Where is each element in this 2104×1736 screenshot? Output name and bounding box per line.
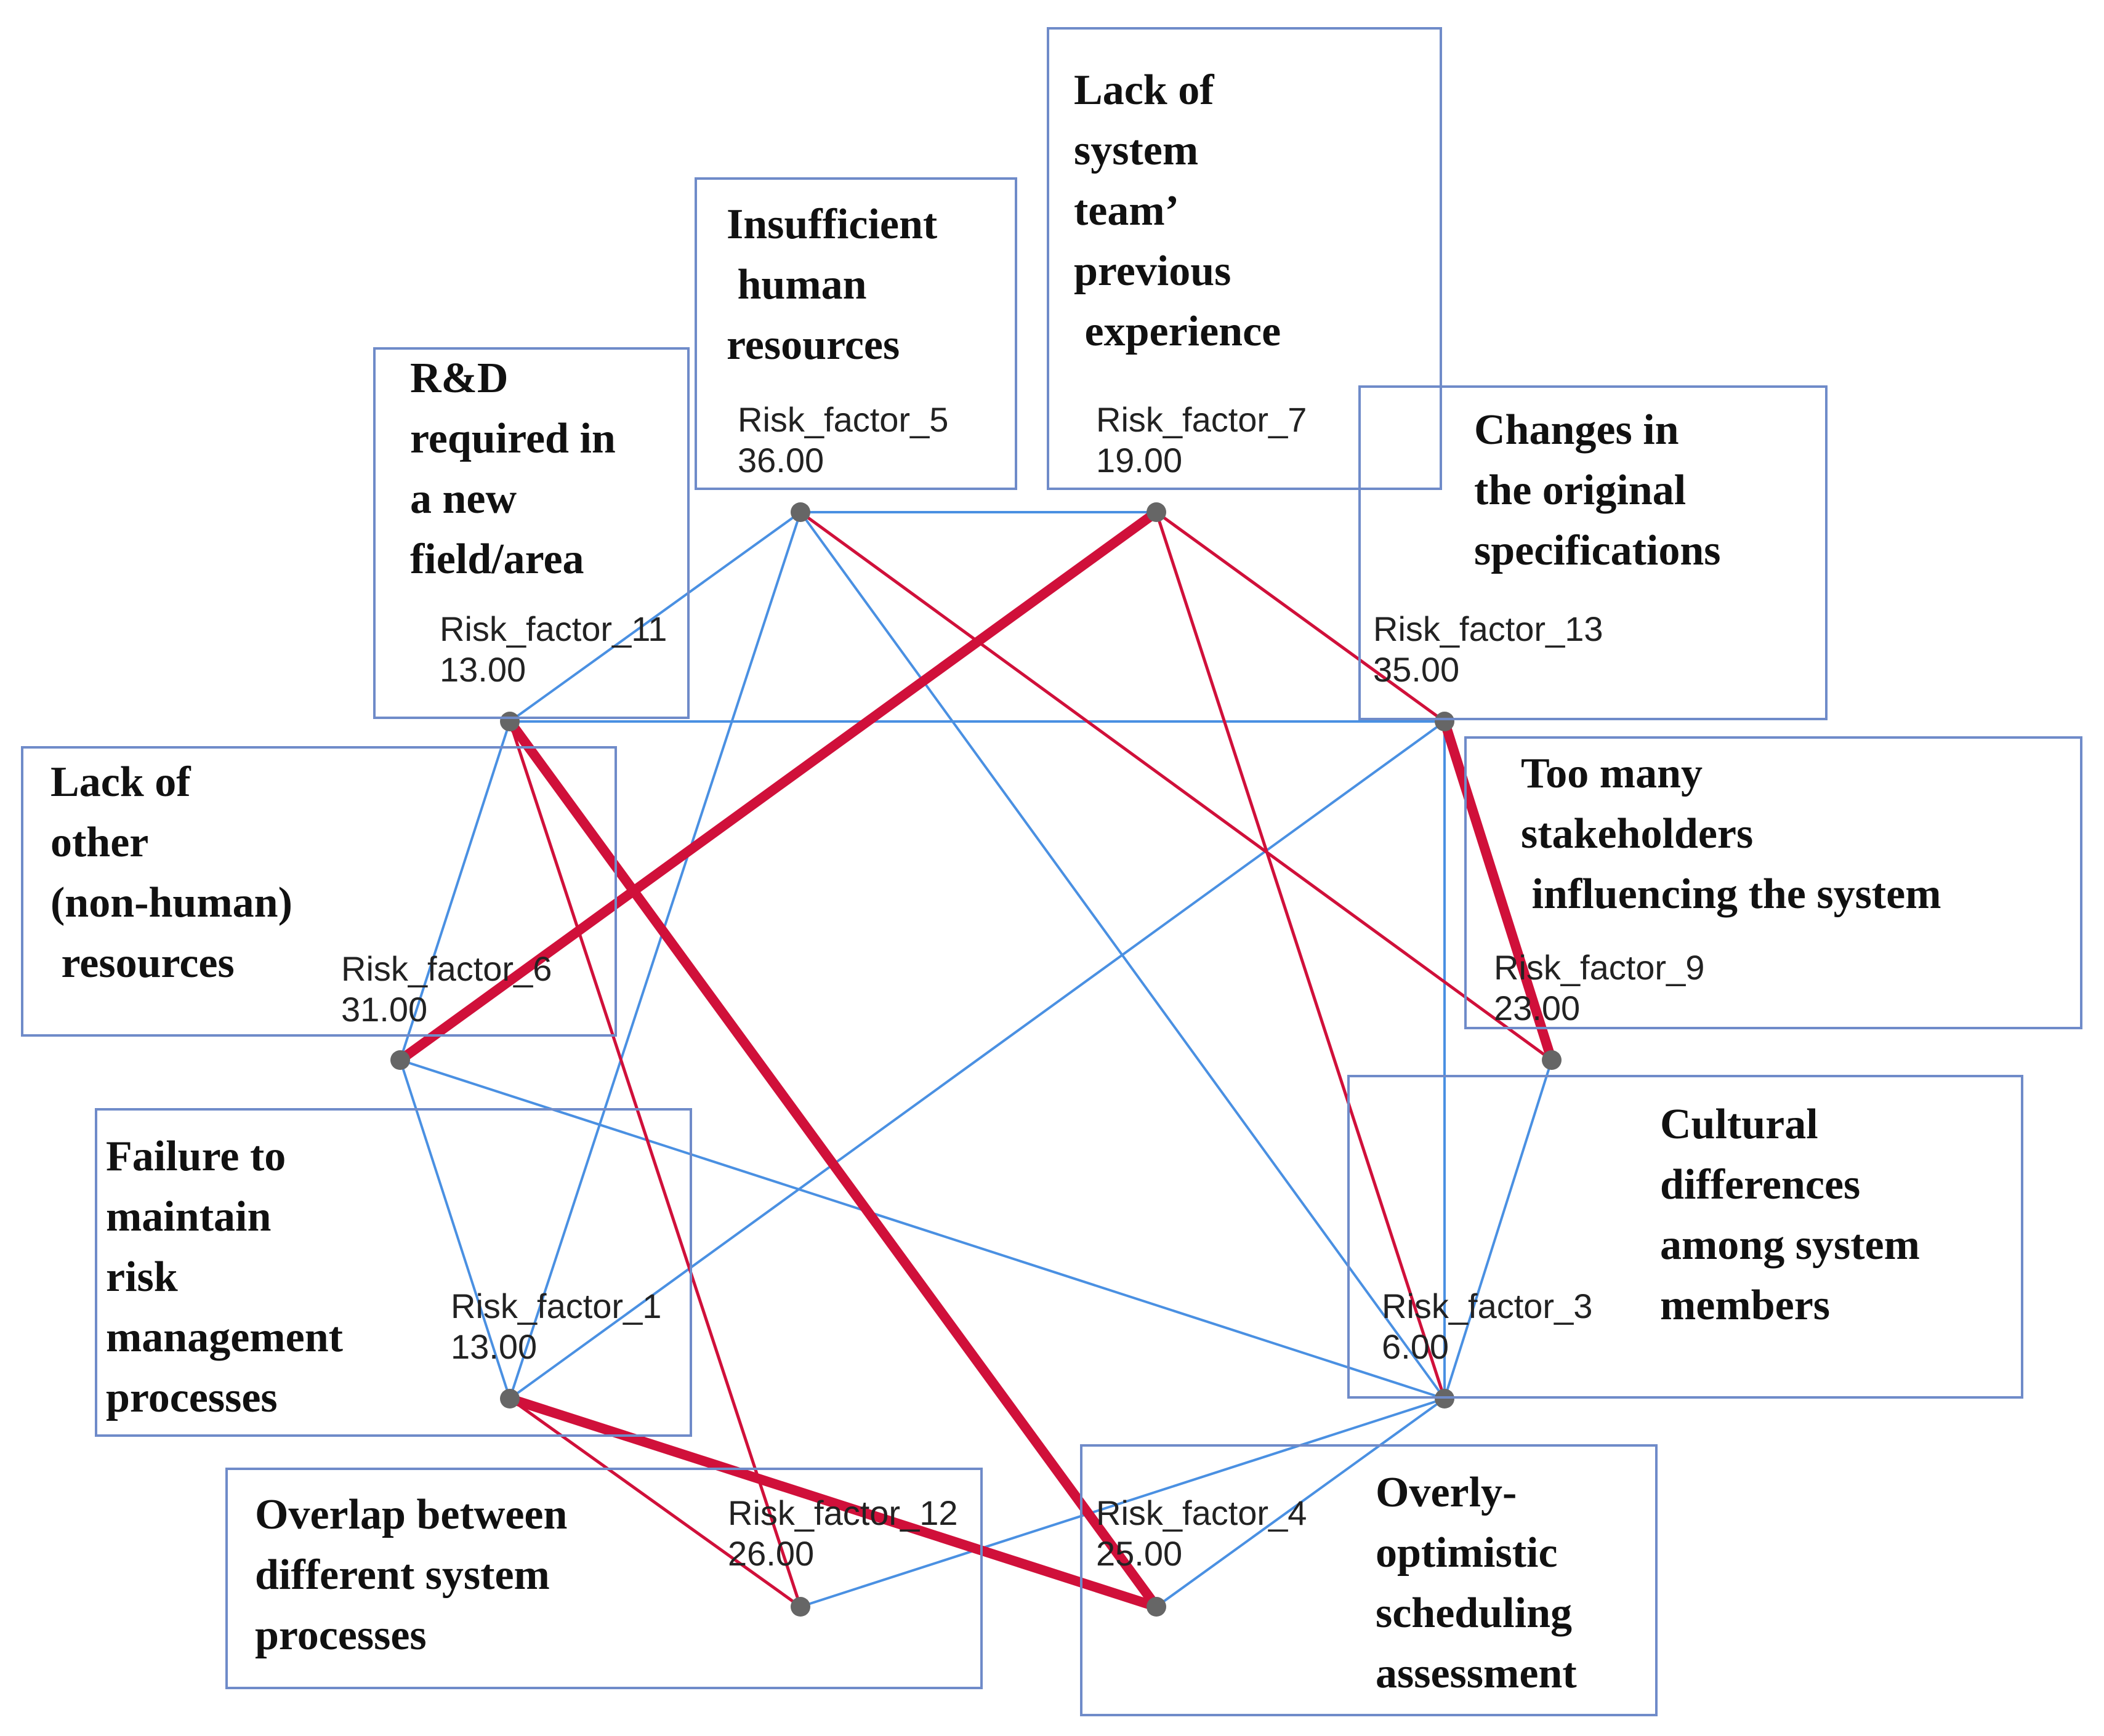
value-rf13: 35.00: [1373, 650, 1460, 689]
edge-rf9-rf3: [1443, 1059, 1553, 1400]
box-rf4: [1080, 1444, 1658, 1716]
value-rf1: 13.00: [451, 1327, 538, 1366]
edge-rf6-rf3: [399, 1059, 1446, 1400]
node-rf1: [500, 1389, 520, 1408]
label-rf9: Risk_factor_9: [1494, 948, 1705, 987]
edge-rf11-rf6: [399, 720, 511, 1061]
desc-rf9: Too many stakeholders influencing the sy…: [1521, 750, 1941, 918]
label-rf6: Risk_factor_6: [341, 949, 552, 988]
value-rf6: 31.00: [341, 990, 428, 1029]
box-rf7: [1047, 27, 1442, 490]
value-rf9: 23.00: [1494, 989, 1581, 1027]
node-rf7: [1147, 502, 1166, 522]
label-rf12: Risk_factor_12: [728, 1493, 958, 1532]
value-rf12: 26.00: [728, 1534, 815, 1573]
box-rf6: [21, 746, 617, 1037]
node-rf9: [1542, 1050, 1562, 1070]
label-rf5: Risk_factor_5: [738, 400, 949, 439]
edge-rf13-rf9: [1440, 717, 1557, 1065]
box-rf12: [225, 1468, 983, 1689]
edge-rf1-rf4: [505, 1394, 1161, 1612]
node-rf4: [1147, 1597, 1166, 1617]
node-rf3: [1435, 1389, 1454, 1408]
desc-rf3: Cultural differences among system member…: [1660, 1101, 1920, 1329]
edge-rf5-rf1: [509, 511, 802, 1400]
edge-rf7-rf13: [1155, 510, 1446, 723]
box-rf11: [373, 347, 690, 719]
box-rf13: [1358, 385, 1828, 720]
desc-rf6: Lack of other (non-human) resources: [50, 758, 292, 987]
label-rf7: Risk_factor_7: [1096, 400, 1307, 439]
desc-rf11: R&D required in a new field/area: [410, 355, 616, 583]
edge-rf7-rf6: [395, 507, 1161, 1065]
box-rf3: [1347, 1075, 2023, 1399]
box-rf5: [695, 177, 1017, 490]
desc-rf5: Insufficient human resources: [727, 201, 938, 369]
edge-rf5-rf9: [799, 510, 1554, 1062]
value-rf11: 13.00: [440, 650, 526, 689]
label-rf11: Risk_factor_11: [440, 609, 667, 648]
edge-rf7-rf3: [1155, 510, 1446, 1400]
box-rf9: [1464, 736, 2082, 1029]
label-rf13: Risk_factor_13: [1373, 609, 1603, 648]
edge-rf11-rf12: [508, 720, 802, 1609]
edge-rf13-rf1: [509, 720, 1446, 1400]
label-rf4: Risk_factor_4: [1096, 1493, 1307, 1532]
desc-rf12: Overlap between different system process…: [255, 1491, 568, 1659]
edge-rf3-rf4: [1155, 1397, 1446, 1608]
node-rf13: [1435, 712, 1454, 731]
node-rf6: [390, 1050, 410, 1070]
value-rf4: 25.00: [1096, 1534, 1183, 1573]
desc-rf1: Failure to maintain risk management proc…: [106, 1133, 343, 1421]
label-rf3: Risk_factor_3: [1382, 1287, 1593, 1325]
node-rf12: [791, 1597, 810, 1617]
edge-rf3-rf12: [799, 1397, 1446, 1608]
value-rf3: 6.00: [1382, 1327, 1449, 1366]
edge-rf6-rf1: [399, 1059, 511, 1400]
label-rf1: Risk_factor_1: [451, 1287, 662, 1325]
edge-rf1-rf12: [508, 1397, 802, 1609]
edge-rf11-rf4: [505, 717, 1161, 1612]
box-rf1: [95, 1108, 692, 1437]
edge-rf5-rf11: [509, 511, 802, 723]
value-rf7: 19.00: [1096, 441, 1183, 480]
node-rf5: [791, 502, 810, 522]
desc-rf7: Lack of system team’ previous experience: [1074, 66, 1281, 355]
desc-rf13: Changes in the original specifications: [1474, 406, 1721, 574]
value-rf5: 36.00: [738, 441, 824, 480]
desc-rf4: Overly- optimistic scheduling assessment: [1376, 1469, 1577, 1697]
